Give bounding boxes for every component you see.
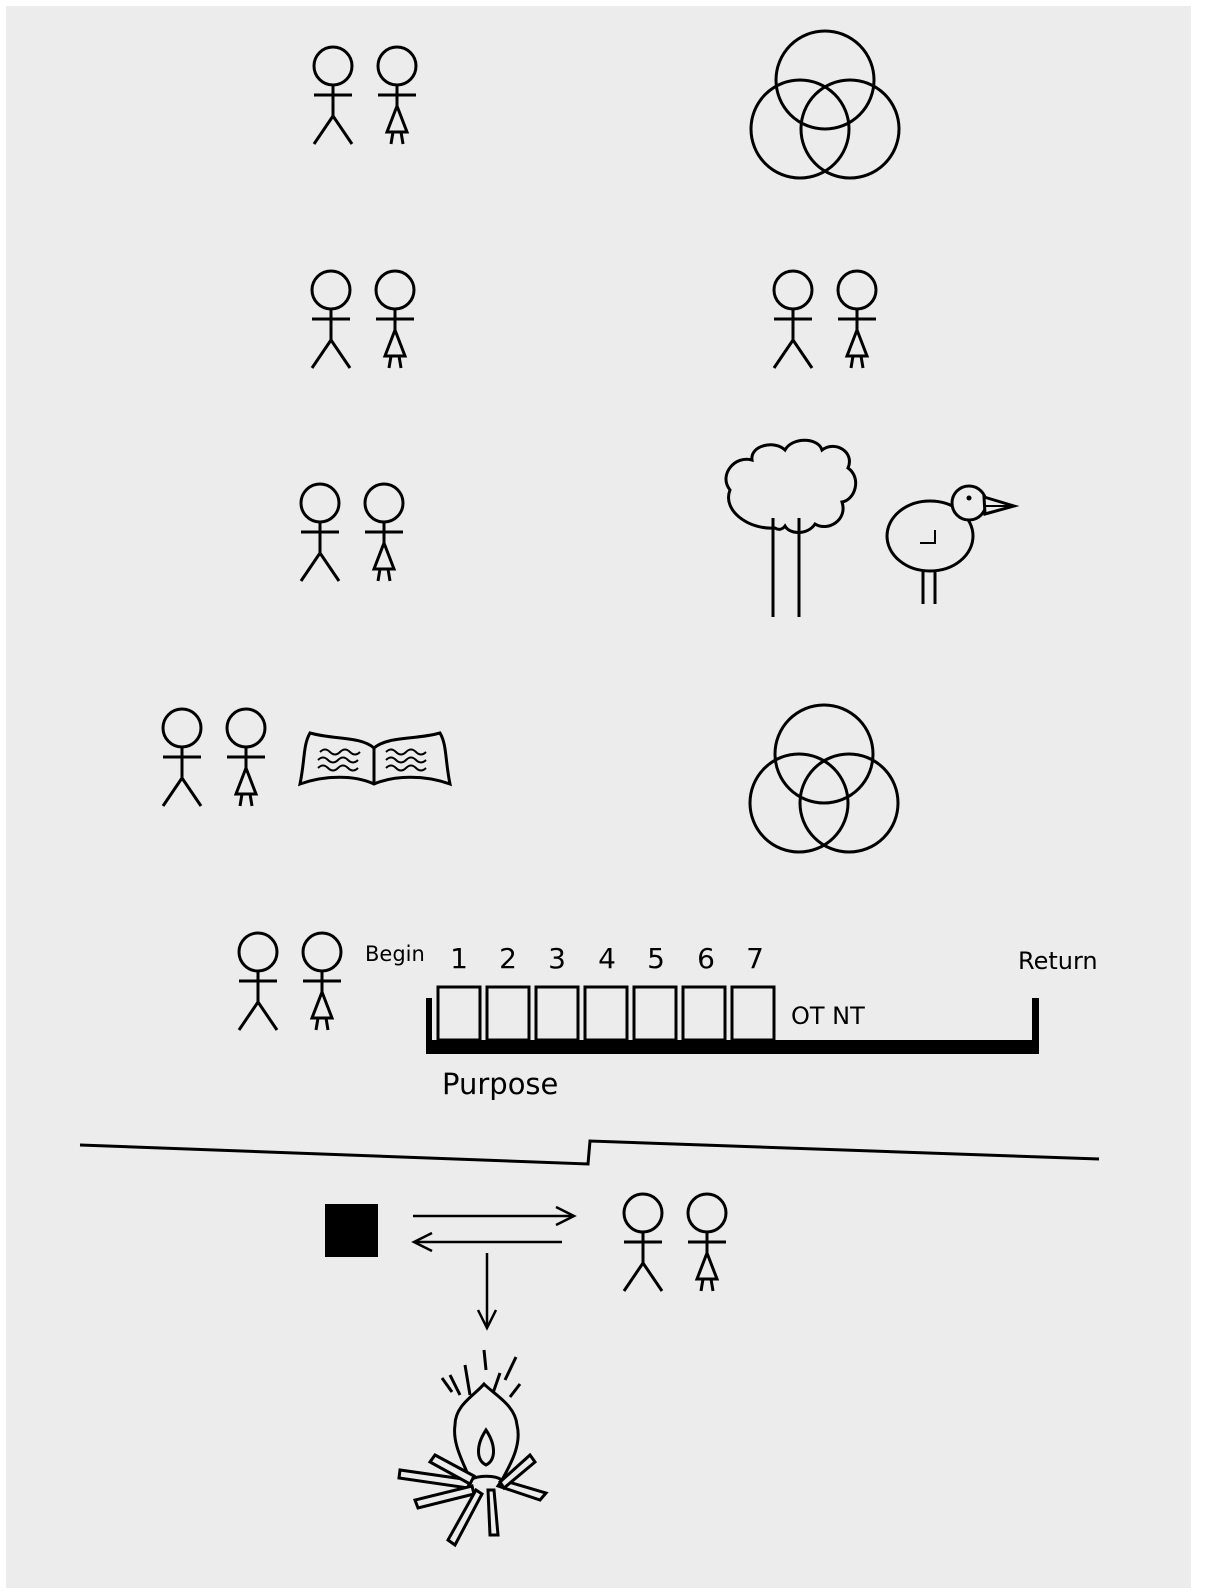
arrow-right xyxy=(413,1207,574,1225)
couple-icon xyxy=(163,709,265,806)
black-square-icon xyxy=(325,1204,378,1257)
couple-icon xyxy=(312,271,414,368)
timeline-box xyxy=(536,987,578,1040)
box-number: 6 xyxy=(697,942,715,975)
couple-icon xyxy=(624,1194,726,1291)
box-number: 3 xyxy=(548,942,566,975)
timeline-box-numbers: 1 2 3 4 5 6 7 xyxy=(450,942,764,975)
couple-icon xyxy=(774,271,876,368)
timeline-box xyxy=(487,987,529,1040)
couple-icon xyxy=(301,484,403,581)
campfire-icon xyxy=(399,1350,546,1545)
return-label: Return xyxy=(1018,947,1098,975)
box-number: 5 xyxy=(647,942,665,975)
bird-icon xyxy=(887,486,1014,604)
purpose-label: Purpose xyxy=(442,1067,558,1101)
trinity-circles-icon xyxy=(750,705,898,852)
box-number: 1 xyxy=(450,942,468,975)
timeline-box xyxy=(732,987,774,1040)
begin-label: Begin xyxy=(365,942,425,966)
timeline-bar xyxy=(426,987,1039,1054)
timeline-box xyxy=(585,987,627,1040)
timeline-box xyxy=(634,987,676,1040)
box-number: 7 xyxy=(746,942,764,975)
arrow-down xyxy=(478,1253,496,1328)
tree-icon xyxy=(726,440,856,617)
open-book-icon xyxy=(300,733,450,784)
timeline-box xyxy=(438,987,480,1040)
timeline-boxes xyxy=(438,987,774,1040)
couple-icon xyxy=(314,47,416,144)
box-number: 4 xyxy=(598,942,616,975)
arrow-left xyxy=(414,1233,562,1251)
box-number: 2 xyxy=(499,942,517,975)
timeline-box xyxy=(683,987,725,1040)
trinity-circles-icon xyxy=(751,31,899,178)
broken-divider-line xyxy=(80,1141,1099,1164)
testament-label: OT NT xyxy=(791,1002,865,1030)
couple-icon xyxy=(239,933,341,1030)
